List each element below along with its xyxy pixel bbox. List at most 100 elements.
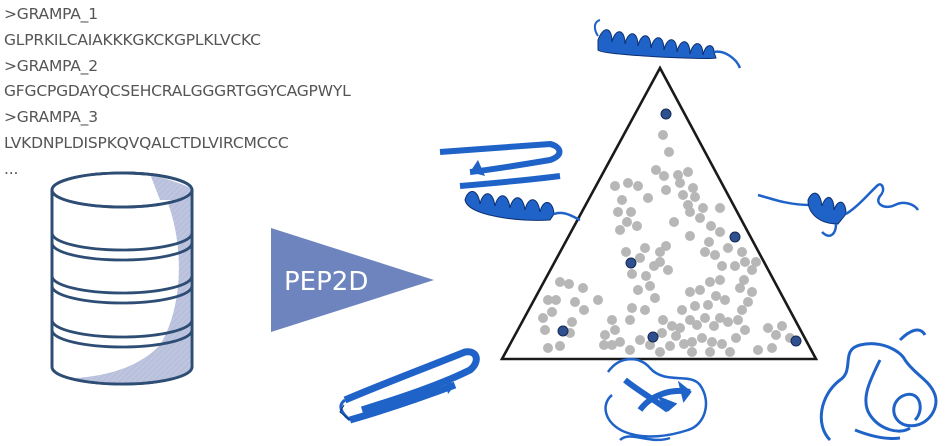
ternary-point (687, 347, 697, 357)
ternary-point (657, 328, 667, 338)
highlight-point (790, 335, 802, 347)
ternary-point (715, 203, 725, 213)
ternary-point (610, 181, 620, 191)
ternary-point (723, 317, 733, 327)
ternary-point (725, 347, 735, 357)
ternary-point (671, 331, 681, 341)
ternary-point (669, 217, 679, 227)
ternary-point (737, 305, 747, 315)
highlight-point (729, 231, 741, 243)
ternary-point (633, 285, 643, 295)
ternary-point (703, 300, 713, 310)
ternary-point (627, 303, 637, 313)
ternary-point (698, 203, 708, 213)
ternary-point (673, 170, 683, 180)
ternary-point (717, 339, 727, 349)
ternary-point (705, 347, 715, 357)
ternary-point (751, 257, 761, 267)
ternary-point (678, 190, 688, 200)
ternary-point (547, 307, 557, 317)
ternary-point (640, 305, 650, 315)
helix-top-icon (593, 19, 742, 69)
ternary-point (625, 315, 635, 325)
ternary-point (610, 325, 620, 335)
ternary-point (740, 257, 750, 267)
ternary-point (655, 347, 665, 357)
sequence-line: GFGCPGDAYQCSEHCRALGGGRTGGYCAGPWYL (4, 82, 351, 101)
ternary-point (570, 297, 580, 307)
ternary-point (687, 337, 697, 347)
ternary-point (695, 213, 705, 223)
ternary-point (617, 195, 627, 205)
ternary-point (658, 315, 668, 325)
ternary-point (747, 287, 757, 297)
ternary-point (593, 295, 603, 305)
ternary-point (578, 283, 588, 293)
ternary-point (538, 313, 548, 323)
ternary-point (599, 340, 609, 350)
ternary-point (613, 207, 623, 217)
ternary-point (543, 295, 553, 305)
database-cylinder-icon (50, 171, 194, 386)
hairpin-bottom-left-icon (339, 348, 480, 424)
ternary-point (753, 345, 763, 355)
ternary-point (564, 279, 574, 289)
ternary-point (633, 181, 643, 191)
ternary-point (735, 283, 745, 293)
ternary-point (645, 340, 655, 350)
ternary-point (695, 285, 705, 295)
ternary-point (667, 321, 677, 331)
ternary-point (623, 178, 633, 188)
ternary-point (659, 171, 669, 181)
ternary-point (777, 321, 787, 331)
ternary-point (709, 321, 719, 331)
ternary-point (731, 333, 741, 343)
ternary-point (625, 345, 635, 355)
ternary-point (690, 301, 700, 311)
ternary-point (621, 247, 631, 257)
ternary-point (715, 227, 725, 237)
ternary-point (763, 323, 773, 333)
highlight-point (625, 257, 637, 269)
ternary-point (685, 287, 695, 297)
sequence-line: >GRAMPA_2 (4, 56, 98, 75)
ternary-point (600, 330, 610, 340)
ternary-point (740, 325, 750, 335)
ternary-point (715, 275, 725, 285)
ternary-point (733, 315, 743, 325)
ternary-point (645, 281, 655, 291)
ternary-point (771, 330, 781, 340)
ternary-point (626, 207, 636, 217)
ternary-point (677, 305, 687, 315)
ternary-point (632, 221, 642, 231)
ternary-point (711, 291, 721, 301)
ternary-point (627, 269, 637, 279)
coil-bottom-right-icon (819, 328, 938, 442)
ternary-point (707, 337, 717, 347)
sequence-line: GLPRKILCAIAKKKGKCKGPLKLVCKC (4, 30, 261, 49)
highlight-points (557, 108, 802, 347)
ternary-point (720, 295, 730, 305)
ternary-point (622, 217, 632, 227)
sequence-line: >GRAMPA_1 (4, 5, 98, 23)
ternary-point (607, 340, 617, 350)
ternary-point (717, 261, 727, 271)
highlight-point (647, 331, 659, 343)
ternary-point (675, 323, 685, 333)
pep2d-arrow: PEP2D (271, 228, 434, 332)
ternary-point (664, 147, 674, 157)
ternary-point (543, 343, 553, 353)
ternary-point (643, 193, 653, 203)
ternary-triangle (499, 65, 819, 361)
sequence-line: LVKDNPLDISPKQVQALCTDLVIRCMCCC (4, 133, 289, 152)
ternary-point (730, 261, 740, 271)
ternary-point (663, 265, 673, 275)
ternary-point (650, 293, 660, 303)
ternary-point (675, 178, 685, 188)
sequence-line: >GRAMPA_3 (4, 108, 98, 127)
ternary-point (607, 315, 617, 325)
sequence-ellipsis: ... (4, 159, 19, 178)
ternary-point (700, 313, 710, 323)
ternary-point (658, 130, 668, 140)
ternary-point (635, 253, 645, 263)
